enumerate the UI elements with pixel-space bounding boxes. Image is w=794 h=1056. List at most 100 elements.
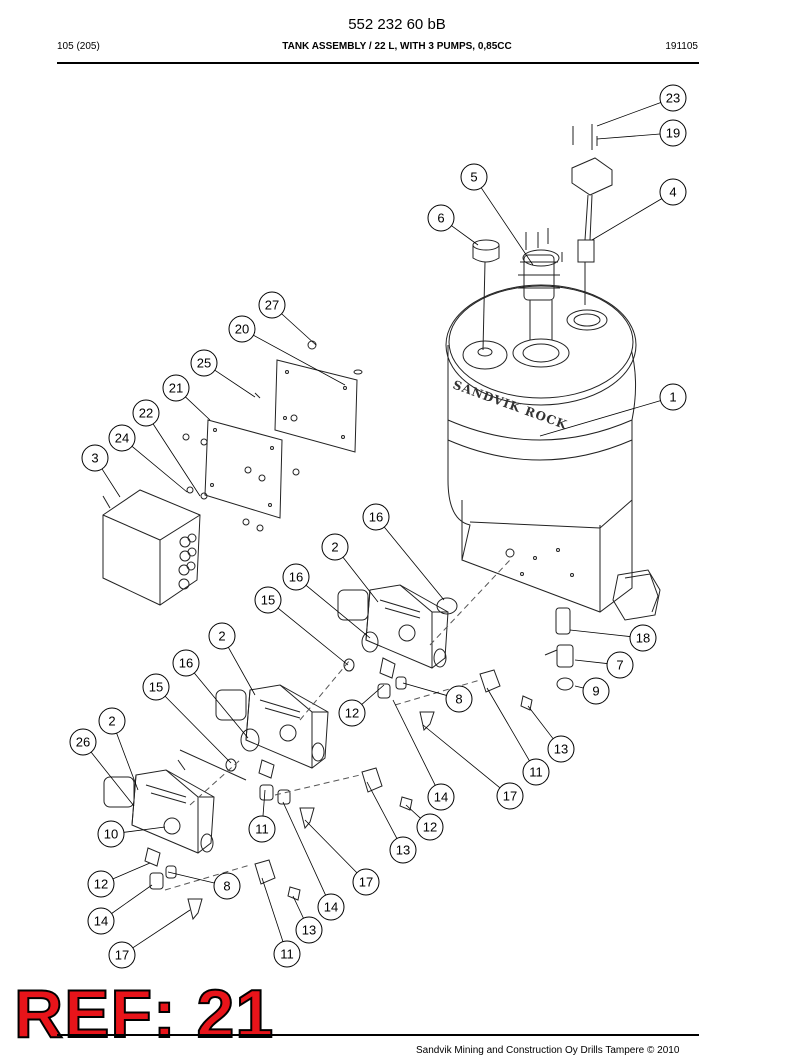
callout-13: 13 <box>366 781 417 864</box>
filter-breather <box>518 228 563 340</box>
callout-circle <box>416 813 444 841</box>
callout-circle <box>338 699 366 727</box>
callout-layer: 2319546272025121222431621615187216915812… <box>69 84 687 969</box>
callout-leader <box>101 468 121 498</box>
callout-number: 27 <box>265 298 279 313</box>
callout-number: 22 <box>139 406 153 421</box>
callout-circle <box>69 728 97 756</box>
callout-number: 9 <box>592 684 599 699</box>
callout-2: 2 <box>321 533 379 603</box>
callout-leader <box>405 804 421 819</box>
callout-number: 24 <box>115 431 129 446</box>
page-number: 105 (205) <box>57 41 100 52</box>
callout-circle <box>352 868 380 896</box>
assembly-axis-lines <box>164 559 511 891</box>
callout-leader <box>185 396 211 421</box>
callout-24: 24 <box>108 424 188 493</box>
callout-circle <box>87 870 115 898</box>
callout-26: 26 <box>69 728 135 807</box>
callout-number: 2 <box>218 629 225 644</box>
callout-circle <box>295 916 323 944</box>
callout-circle <box>445 685 473 713</box>
callout-circle <box>273 940 301 968</box>
callout-circle <box>427 783 455 811</box>
callout-15: 15 <box>142 673 232 764</box>
callout-11: 11 <box>248 789 276 843</box>
callout-leader <box>451 225 479 246</box>
callout-21: 21 <box>162 374 211 421</box>
callout-14: 14 <box>282 801 345 921</box>
drain-fittings <box>544 607 574 691</box>
callout-number: 17 <box>359 875 373 890</box>
cover-plate-21 <box>182 419 300 532</box>
callout-circle <box>362 503 390 531</box>
callout-12: 12 <box>87 862 151 898</box>
callout-circle <box>496 782 524 810</box>
filler-cap <box>472 239 500 351</box>
header-rule <box>57 62 699 64</box>
callout-16: 16 <box>172 649 249 739</box>
callout-2: 2 <box>208 622 256 696</box>
callout-circle <box>97 820 125 848</box>
callout-leader <box>253 334 346 386</box>
callout-circle <box>248 815 276 843</box>
callout-1: 1 <box>539 383 687 437</box>
callout-circle <box>522 758 550 786</box>
footer-rule <box>57 1034 699 1036</box>
callout-number: 14 <box>434 790 448 805</box>
callout-circle <box>87 907 115 935</box>
callout-number: 15 <box>149 680 163 695</box>
callout-circle <box>81 444 109 472</box>
callout-number: 2 <box>108 714 115 729</box>
callout-circle <box>427 204 455 232</box>
callout-number: 13 <box>554 742 568 757</box>
callout-leader <box>214 369 256 398</box>
callout-circle <box>108 941 136 969</box>
callout-number: 18 <box>636 631 650 646</box>
callout-leader <box>383 526 445 601</box>
callout-circle <box>190 349 218 377</box>
callout-23: 23 <box>596 84 687 127</box>
callout-leader <box>90 751 135 807</box>
callout-circle <box>460 163 488 191</box>
callout-number: 5 <box>470 170 477 185</box>
callout-16: 16 <box>362 503 445 601</box>
callout-12: 12 <box>338 684 385 727</box>
callout-7: 7 <box>574 651 634 679</box>
callout-leader <box>112 862 151 880</box>
callout-27: 27 <box>258 291 317 346</box>
page-title: TANK ASSEMBLY / 22 L, WITH 3 PUMPS, 0,85… <box>282 41 512 52</box>
callout-18: 18 <box>569 624 657 652</box>
callout-number: 12 <box>94 877 108 892</box>
callout-number: 3 <box>91 451 98 466</box>
callout-number: 8 <box>223 879 230 894</box>
callout-number: 16 <box>289 570 303 585</box>
callout-14: 14 <box>392 699 455 811</box>
callout-circle <box>142 673 170 701</box>
callout-11: 11 <box>261 877 301 968</box>
callout-circle <box>606 651 634 679</box>
callout-6: 6 <box>427 204 479 246</box>
callout-number: 20 <box>235 322 249 337</box>
callout-number: 10 <box>104 827 118 842</box>
callout-leader <box>304 819 358 874</box>
callout-leader <box>422 724 501 789</box>
callout-circle <box>108 424 136 452</box>
callout-leader <box>292 895 304 919</box>
callout-circle <box>258 291 286 319</box>
callout-number: 13 <box>396 843 410 858</box>
callout-leader <box>539 400 661 437</box>
cover-plate-20 <box>254 340 363 453</box>
callout-number: 7 <box>616 658 623 673</box>
callout-leader <box>342 556 379 603</box>
callout-circle <box>582 677 610 705</box>
hydraulic-tank: SANDVIK ROCK <box>445 284 661 621</box>
callout-8: 8 <box>167 871 241 900</box>
callout-15: 15 <box>254 586 349 666</box>
callout-17: 17 <box>108 909 191 969</box>
callout-leader <box>574 685 584 689</box>
callout-number: 8 <box>455 692 462 707</box>
callout-number: 19 <box>666 126 680 141</box>
callout-2: 2 <box>98 707 139 791</box>
